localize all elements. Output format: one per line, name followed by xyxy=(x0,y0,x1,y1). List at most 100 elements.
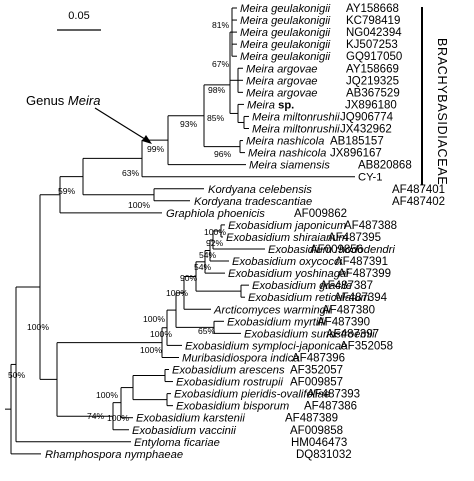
bootstrap-value: 100% xyxy=(107,413,129,423)
taxon-label: Kordyana celebensis xyxy=(208,184,312,196)
bootstrap-value: 54% xyxy=(199,250,217,260)
bootstrap-value: 100% xyxy=(166,288,188,298)
taxon-label: Meira geulakonigii xyxy=(240,3,331,15)
bootstrap-value: 98% xyxy=(208,85,226,95)
accession-label: AF352057 xyxy=(290,365,343,377)
taxon-label: Arcticomyces warmingii xyxy=(213,304,331,316)
taxon-label: Muribasidiospora indica xyxy=(182,352,300,364)
taxon-label: Kordyana tradescantiae xyxy=(194,196,312,208)
taxon-label: Exobasidium arescens xyxy=(172,365,285,377)
taxon-label: CY-1 xyxy=(358,172,382,184)
accession-label: AF487387 xyxy=(320,280,373,292)
taxon-label: Exobasidium myrtilli xyxy=(227,316,326,328)
taxon-label: Exobasidium yoshinagai xyxy=(228,268,349,280)
taxon-label: Meira argovae xyxy=(246,75,318,87)
taxon-label: Meira argovae xyxy=(246,63,318,75)
accession-label: AB185157 xyxy=(330,136,384,148)
accession-label: GQ917050 xyxy=(346,51,402,63)
accession-label: AF352058 xyxy=(340,340,393,352)
bootstrap-value: 81% xyxy=(212,20,230,30)
bootstrap-value: 74% xyxy=(87,411,105,421)
bootstrap-value: 100% xyxy=(204,227,226,237)
taxon-label: Exobasidium vaccinii xyxy=(132,425,236,437)
accession-label: AY158669 xyxy=(346,63,399,75)
accession-label: JQ219325 xyxy=(346,75,399,87)
scale-bar-label: 0.05 xyxy=(68,10,89,22)
taxon-label: Rhamphospora nymphaeae xyxy=(45,449,183,461)
taxon-label: Meira geulakonigii xyxy=(240,15,331,27)
accession-label: AF009857 xyxy=(290,377,343,389)
bootstrap-value: 59% xyxy=(58,186,76,196)
bootstrap-value: 99% xyxy=(147,144,165,154)
taxon-label: Exobasidium rostrupii xyxy=(176,377,283,389)
taxon-label: Meira nashicola xyxy=(248,148,326,160)
bootstrap-value: 100% xyxy=(128,200,150,210)
tree-branches xyxy=(5,7,355,455)
taxon-label: Exobasidium oxycocci xyxy=(232,256,343,268)
taxon-label: Meira nashicola xyxy=(246,136,324,148)
taxon-label: Exobasidium reticulatum xyxy=(248,292,370,304)
bootstrap-value: 100% xyxy=(143,314,165,324)
accession-label: AY158668 xyxy=(346,3,399,15)
accession-label: HM046473 xyxy=(291,437,347,449)
bootstrap-value: 100% xyxy=(140,345,162,355)
accession-label: AF487401 xyxy=(392,184,445,196)
taxon-label: Graphiola phoenicis xyxy=(166,208,265,220)
accession-label: AF487389 xyxy=(285,413,338,425)
taxon-label: Exobasidium gracile xyxy=(252,280,352,292)
clade-annotation-arrow xyxy=(94,107,149,142)
taxon-label: Meira miltonrushii xyxy=(252,124,340,136)
accession-label: AF487395 xyxy=(328,232,381,244)
accession-label: AF487388 xyxy=(344,220,397,232)
taxon-label: Meira argovae xyxy=(246,87,318,99)
taxon-label: Exobasidium shiraianum xyxy=(226,232,348,244)
taxon-label: Exobasidium pieridis-ovalifoliae xyxy=(174,389,330,401)
accession-label: AF009856 xyxy=(310,244,363,256)
accession-label: AF009858 xyxy=(290,425,343,437)
bootstrap-labels: 81%67%98%85%93%96%99%63%59%100%100%92%54… xyxy=(8,20,232,423)
bootstrap-value: 93% xyxy=(180,119,198,129)
taxon-label: Exobasidium sundstroemii xyxy=(244,328,375,340)
accession-label: AF487396 xyxy=(292,352,345,364)
accession-label: AF487402 xyxy=(392,196,445,208)
bootstrap-value: 90% xyxy=(180,273,198,283)
accession-label: JX432962 xyxy=(340,124,392,136)
accession-label: AF487390 xyxy=(317,316,370,328)
taxon-label: Exobasidium japonicum xyxy=(228,220,346,232)
taxon-label: Meira siamensis xyxy=(249,160,330,172)
taxon-label: Exobasidium karstenii xyxy=(136,413,245,425)
taxon-label: Meira miltonrushii xyxy=(252,111,340,123)
taxon-label: Exobasidium symploci-japonicae xyxy=(185,340,347,352)
bootstrap-value: 100% xyxy=(27,322,49,332)
taxon-label: Meira geulakonigii xyxy=(240,27,331,39)
accession-label: AF487380 xyxy=(322,304,375,316)
bootstrap-value: 100% xyxy=(96,390,118,400)
accession-label: AF487386 xyxy=(304,401,357,413)
accession-label: KC798419 xyxy=(346,15,400,27)
accession-label: AF009862 xyxy=(294,208,347,220)
bootstrap-value: 96% xyxy=(214,149,232,159)
bootstrap-value: 54% xyxy=(194,262,212,272)
bootstrap-value: 67% xyxy=(212,59,230,69)
taxon-label: Exobasidium rhododendri xyxy=(268,244,395,256)
taxon-label: Exobasidium bisporum xyxy=(176,401,289,413)
clade-annotation: Genus Meira xyxy=(26,93,100,108)
accession-label: JX896180 xyxy=(345,99,397,111)
bootstrap-value: 85% xyxy=(207,113,225,123)
family-label: BRACHYBASIDIACEAE xyxy=(435,38,449,185)
accession-label: KJ507253 xyxy=(346,39,398,51)
accession-label: AF487399 xyxy=(338,268,391,280)
taxon-label: Meira geulakonigii xyxy=(240,39,331,51)
accession-label: JX896167 xyxy=(330,148,382,160)
accession-label: AB820868 xyxy=(358,160,412,172)
accession-label: AF487394 xyxy=(334,292,388,304)
bootstrap-value: 50% xyxy=(8,370,26,380)
bootstrap-value: 100% xyxy=(150,329,172,339)
clade-annotation-arrowhead xyxy=(142,135,152,144)
accession-label: NG042394 xyxy=(346,27,402,39)
accession-label: JQ906774 xyxy=(340,111,394,123)
accession-label: AF487391 xyxy=(335,256,388,268)
taxon-label: Meira sp. xyxy=(247,99,294,111)
